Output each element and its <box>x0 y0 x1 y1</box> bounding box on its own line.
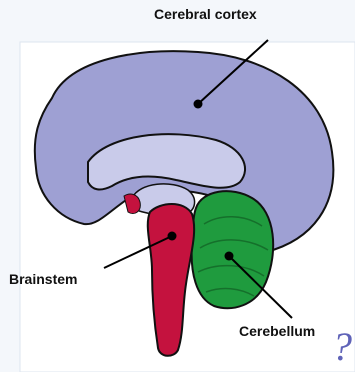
cerebellum-region <box>192 191 274 308</box>
cerebral-cortex-callout-dot <box>194 100 203 109</box>
brainstem-label: Brainstem <box>9 271 77 287</box>
brainstem-callout-dot <box>168 232 177 241</box>
question-mark-decoration: ? <box>332 324 352 369</box>
cerebellum-callout-dot <box>225 252 234 261</box>
cerebellum-label: Cerebellum <box>239 323 315 339</box>
cerebral-cortex-label: Cerebral cortex <box>154 6 257 22</box>
